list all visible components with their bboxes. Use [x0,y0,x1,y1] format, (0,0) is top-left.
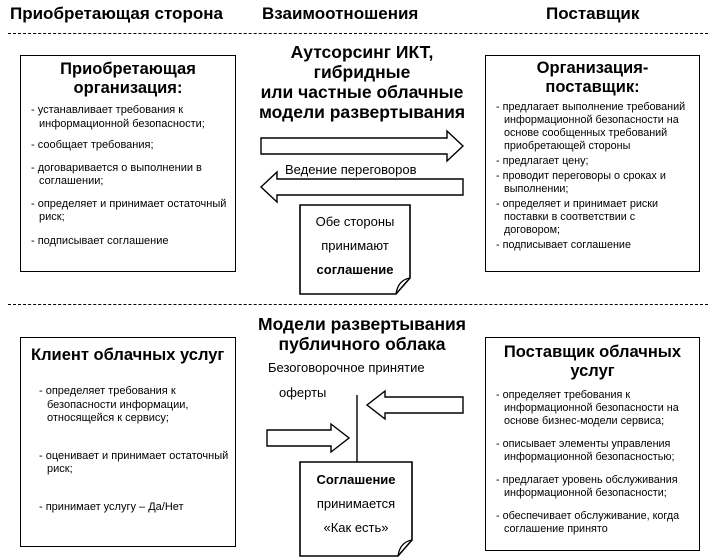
acceptance-label-line1: Безоговорочное принятие [268,360,425,375]
list-item: - проводит переговоры о сроках и выполне… [496,170,666,195]
note-bottom-text: Соглашение принимается «Как есть» [316,472,396,535]
header-acquirer: Приобретающая сторона [10,4,223,23]
list-item: - оценивает и принимает остаточный риск; [39,449,229,476]
header-relations: Взаимоотношения [262,4,419,23]
list-item: - договаривается о выполнении в соглашен… [31,161,202,188]
list-item: - предлагает выполнение требований инфор… [496,101,686,152]
arrow-left-icon [259,170,464,204]
bottom-center-title: Модели развертывания публичного облака [258,314,466,354]
acceptance-label-line2: оферты [279,385,327,400]
acquirer-org-title: Приобретающая организация: [60,60,196,97]
acquirer-org-list: - устанавливает требования к информацион… [27,104,229,248]
list-item: - определяет требования к информационной… [496,389,679,427]
arrow-right-icon [266,422,351,454]
top-center-title: Аутсорсинг ИКТ, гибридные или частные об… [258,42,466,122]
list-item: - определяет и принимает остаточный риск… [31,197,227,224]
list-item: - определяет и принимает риски поставки … [496,198,659,236]
middle-divider [8,304,708,305]
cloud-provider-box: Поставщик облачных услуг - определяет тр… [485,337,700,551]
cloud-client-box: Клиент облачных услуг - определяет требо… [20,337,236,547]
supplier-org-box: Организация- поставщик: - предлагает вып… [485,55,700,272]
top-divider [8,33,708,34]
agreement-note-bottom [299,461,413,557]
agreement-note-top [299,204,411,295]
cloud-provider-list: - определяет требования к информационной… [492,389,693,536]
list-item: - предлагает уровень обслуживания информ… [496,474,678,499]
header-supplier: Поставщик [546,4,640,23]
list-item: - подписывает соглашение [496,239,631,251]
list-item: - сообщает требования; [31,139,154,151]
list-item: - описывает элементы управления информац… [496,438,675,463]
acquirer-org-box: Приобретающая организация: - устанавлива… [20,55,236,272]
list-item: - устанавливает требования к информацион… [31,104,205,130]
list-item: - предлагает цену; [496,155,589,167]
arrow-right-icon [260,129,465,163]
list-item: - подписывает соглашение [31,234,169,247]
negotiation-label: Ведение переговоров [285,162,417,177]
list-item: - принимает услугу – Да/Нет [39,500,184,513]
cloud-client-list: - определяет требования к безопасности и… [27,385,229,514]
list-item: - определяет требования к безопасности и… [39,385,189,424]
supplier-org-title: Организация- поставщик: [536,59,649,96]
cloud-provider-title: Поставщик облачных услуг [503,343,682,380]
note-top-text: Обе стороны принимают соглашение [315,214,395,277]
arrow-left-icon [365,389,464,421]
cloud-client-title: Клиент облачных услуг [31,346,225,364]
supplier-org-list: - предлагает выполнение требований инфор… [492,101,693,252]
list-item: - обеспечивает обслуживание, когда согла… [496,510,680,535]
